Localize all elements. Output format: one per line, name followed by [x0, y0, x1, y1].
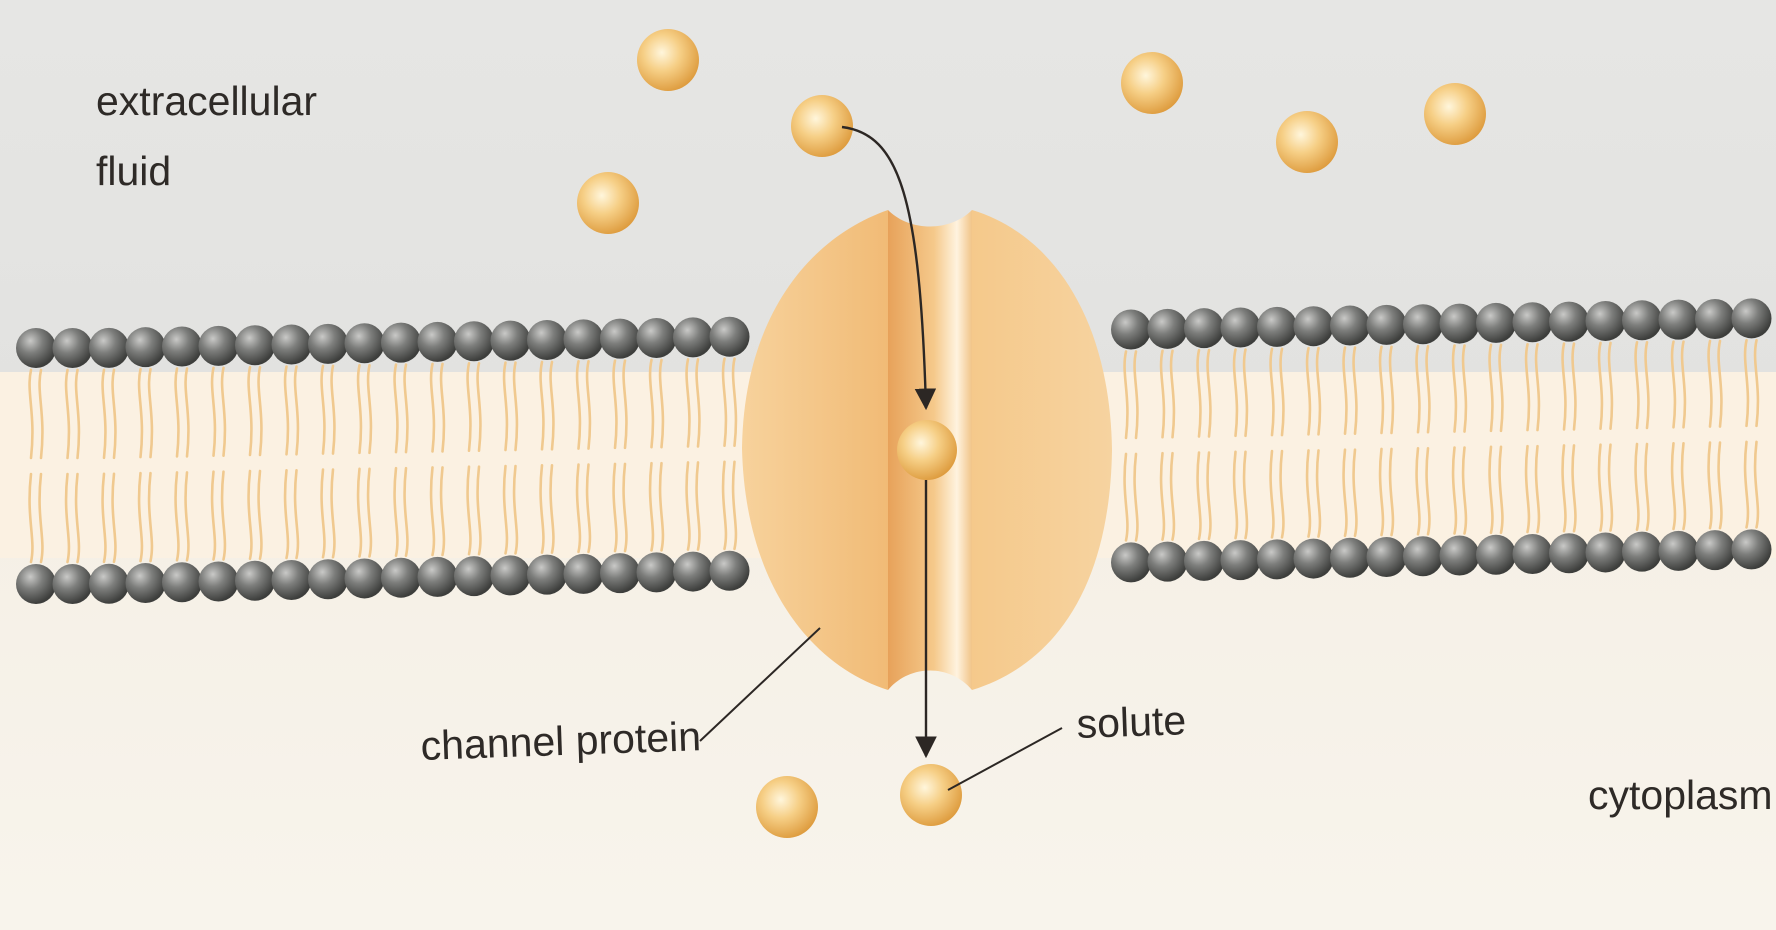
phospholipid-head: [637, 552, 677, 592]
phospholipid-head: [1184, 308, 1224, 348]
phospholipid-head: [89, 564, 129, 604]
phospholipid-head: [126, 563, 166, 603]
phospholipid-head: [1513, 534, 1553, 574]
phospholipid-head: [272, 325, 312, 365]
phospholipid-head: [637, 318, 677, 358]
phospholipid-head: [126, 327, 166, 367]
phospholipid-head: [1732, 298, 1772, 338]
phospholipid-head: [1440, 536, 1480, 576]
cytoplasm-label: cytoplasm: [1588, 775, 1773, 816]
phospholipid-head: [1148, 542, 1188, 582]
phospholipid-head: [272, 560, 312, 600]
solute-particle: [900, 764, 962, 826]
phospholipid-head: [491, 555, 531, 595]
phospholipid-head: [673, 552, 713, 592]
phospholipid-head: [345, 558, 385, 598]
phospholipid-head: [1440, 304, 1480, 344]
phospholipid-head: [1257, 539, 1297, 579]
phospholipid-head: [162, 327, 202, 367]
phospholipid-head: [527, 555, 567, 595]
phospholipid-head: [418, 557, 458, 597]
phospholipid-head: [1111, 542, 1151, 582]
extracellular-fluid-label: extracellular fluid: [96, 66, 317, 206]
phospholipid-head: [564, 319, 604, 359]
phospholipid-head: [600, 553, 640, 593]
phospholipid-head: [1622, 532, 1662, 572]
phospholipid-head: [1513, 302, 1553, 342]
solute-particle: [897, 420, 957, 480]
phospholipid-head: [381, 558, 421, 598]
phospholipid-head: [1622, 300, 1662, 340]
phospholipid-head: [1476, 303, 1516, 343]
phospholipid-head: [16, 564, 56, 604]
phospholipid-head: [1586, 301, 1626, 341]
phospholipid-head: [1586, 532, 1626, 572]
phospholipid-head: [454, 556, 494, 596]
phospholipid-head: [308, 324, 348, 364]
phospholipid-head: [1549, 302, 1589, 342]
phospholipid-head: [600, 319, 640, 359]
phospholipid-head: [1294, 539, 1334, 579]
phospholipid-head: [235, 325, 275, 365]
solute-particle: [791, 95, 853, 157]
phospholipid-head: [53, 564, 93, 604]
phospholipid-head: [345, 323, 385, 363]
phospholipid-head: [1221, 308, 1261, 348]
phospholipid-head: [1403, 536, 1443, 576]
phospholipid-head: [491, 321, 531, 361]
phospholipid-head: [1221, 540, 1261, 580]
phospholipid-head: [1294, 306, 1334, 346]
phospholipid-head: [308, 559, 348, 599]
phospholipid-head: [710, 317, 750, 357]
phospholipid-head: [418, 322, 458, 362]
phospholipid-head: [1659, 300, 1699, 340]
solute-particle: [1424, 83, 1486, 145]
phospholipid-head: [162, 562, 202, 602]
solute-label: solute: [1076, 700, 1187, 745]
phospholipid-head: [710, 551, 750, 591]
phospholipid-head: [527, 320, 567, 360]
extracellular-label-line1: extracellular: [96, 66, 317, 136]
phospholipid-head: [673, 317, 713, 357]
phospholipid-head: [16, 328, 56, 368]
phospholipid-head: [1695, 299, 1735, 339]
phospholipid-head: [89, 328, 129, 368]
phospholipid-head: [1732, 529, 1772, 569]
phospholipid-head: [1549, 533, 1589, 573]
solute-particle: [637, 29, 699, 91]
phospholipid-head: [1476, 535, 1516, 575]
phospholipid-head: [1330, 306, 1370, 346]
solute-particle: [1276, 111, 1338, 173]
phospholipid-head: [199, 326, 239, 366]
phospholipid-head: [1403, 304, 1443, 344]
phospholipid-head: [1330, 538, 1370, 578]
solute-particle: [1121, 52, 1183, 114]
phospholipid-head: [1695, 530, 1735, 570]
solute-particle: [756, 776, 818, 838]
phospholipid-head: [454, 321, 494, 361]
phospholipid-head: [1367, 537, 1407, 577]
extracellular-label-line2: fluid: [96, 136, 317, 206]
solute-particle: [577, 172, 639, 234]
phospholipid-head: [564, 554, 604, 594]
phospholipid-head: [235, 561, 275, 601]
channel-protein-label: channel protein: [420, 716, 702, 767]
phospholipid-head: [1148, 309, 1188, 349]
phospholipid-head: [1111, 309, 1151, 349]
phospholipid-head: [381, 323, 421, 363]
phospholipid-head: [1184, 541, 1224, 581]
phospholipid-head: [1659, 531, 1699, 571]
phospholipid-head: [1257, 307, 1297, 347]
phospholipid-head: [53, 328, 93, 368]
phospholipid-head: [1367, 305, 1407, 345]
phospholipid-head: [199, 562, 239, 602]
